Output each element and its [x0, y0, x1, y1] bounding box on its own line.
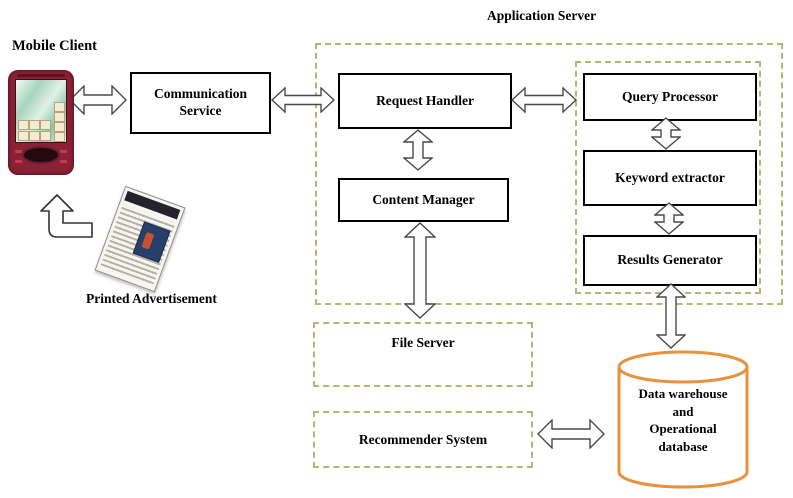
request-handler-box-label: Request Handler — [376, 92, 474, 108]
phone-app-icon — [40, 120, 51, 130]
database-cylinder-icon — [617, 350, 749, 489]
query-processor-box-label: Query Processor — [621, 88, 719, 104]
phone-app-icon — [54, 122, 65, 132]
phone-app-icon — [18, 131, 29, 141]
double-arrow-content-fileserver — [404, 222, 436, 319]
database-label: Data warehouse and Operational database — [638, 386, 728, 454]
double-arrow-request-query — [511, 87, 577, 113]
content-manager-box: Content Manager — [338, 178, 509, 222]
phone-key — [60, 160, 67, 163]
content-manager-box-label: Content Manager — [372, 191, 475, 207]
phone-app-icon — [54, 102, 65, 112]
double-arrow-mobile-communication — [69, 85, 127, 115]
phone-home-button — [22, 146, 60, 164]
phone-key — [60, 150, 67, 153]
phone-screen — [15, 79, 67, 143]
phone-app-icon — [54, 132, 65, 142]
double-arrow-request-content — [403, 129, 433, 171]
printed-advertisement-label: Printed Advertisement — [86, 291, 217, 306]
mobile-phone-image — [8, 70, 74, 175]
double-arrow-results-database — [656, 283, 686, 349]
keyword-extractor-box: Keyword extractor — [583, 150, 757, 206]
database-cylinder: Data warehouse and Operational database — [616, 349, 750, 491]
phone-earpiece — [17, 74, 65, 77]
phone-app-icon — [40, 131, 51, 141]
phone-key — [15, 160, 22, 163]
phone-app-icon — [29, 131, 40, 141]
file-server-box-label: File Server — [391, 335, 455, 350]
file-server-box: File Server — [313, 322, 533, 387]
keyword-extractor-box-label: Keyword extractor — [615, 169, 725, 185]
newspaper-page — [94, 185, 186, 293]
mobile-client-label: Mobile Client — [12, 38, 97, 54]
phone-app-icon — [18, 120, 29, 130]
double-arrow-query-keyword — [651, 117, 681, 150]
request-handler-box: Request Handler — [338, 73, 512, 129]
query-processor-box: Query Processor — [583, 73, 757, 121]
newspaper-photo-figure — [141, 231, 155, 250]
phone-key — [15, 150, 22, 153]
bent-arrow-advert-mobile — [40, 194, 93, 238]
communication-service-box-label: Communication Service — [153, 86, 247, 118]
double-arrow-keyword-results — [654, 202, 684, 235]
application-server-label: Application Server — [487, 8, 597, 23]
phone-app-icon — [29, 120, 40, 130]
newspaper-image — [94, 185, 186, 293]
communication-service-box: Communication Service — [130, 72, 271, 134]
phone-app-icon — [54, 112, 65, 122]
results-generator-box: Results Generator — [583, 235, 757, 286]
results-generator-box-label: Results Generator — [617, 252, 723, 268]
recommender-system-box-label: Recommender System — [358, 431, 488, 447]
application-server-boundary — [315, 43, 783, 305]
double-arrow-recommender-database — [537, 419, 605, 449]
double-arrow-communication-request — [271, 87, 335, 113]
recommender-system-box: Recommender System — [313, 411, 533, 468]
